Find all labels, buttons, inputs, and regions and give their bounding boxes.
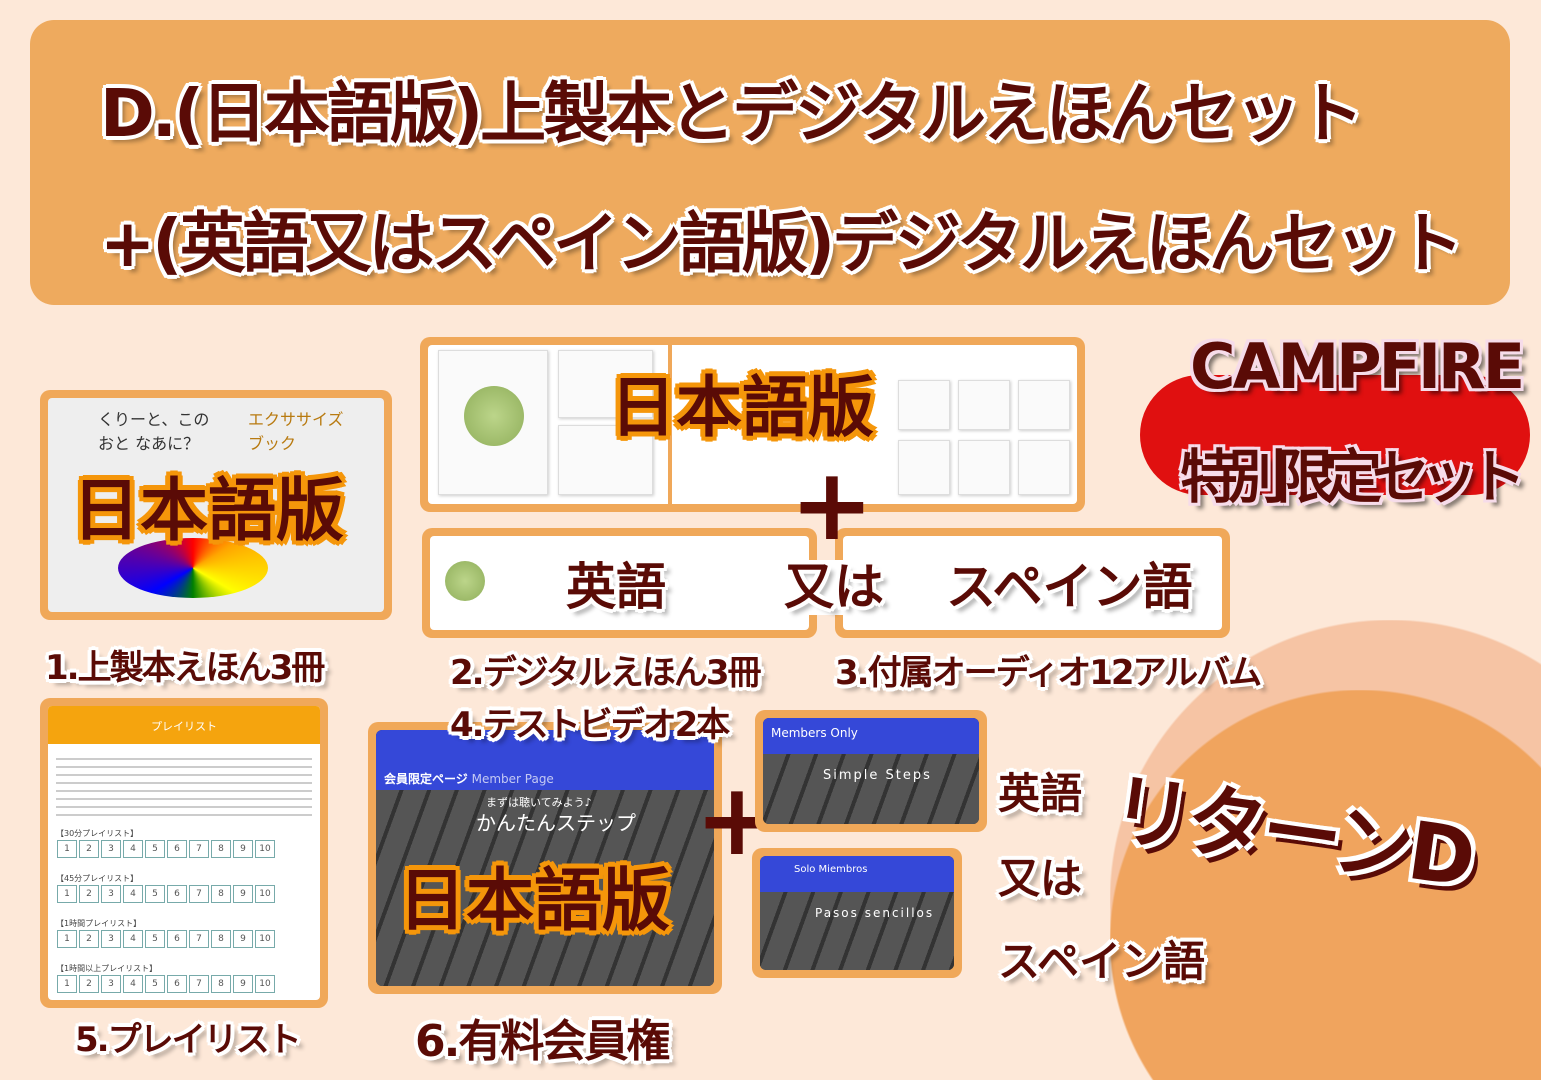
playlist-section: 【1時間以上プレイリスト】 [56,964,158,973]
hardcover-book-image: くりーと、このおと なあに？ エクササイズブック [40,390,392,620]
or-overlay: 又は [778,560,890,615]
playlist-header: プレイリスト [48,706,320,744]
playlist-button[interactable]: 7 [189,930,209,948]
badge-red-cloud [1140,375,1530,495]
playlist-button[interactable]: 2 [79,885,99,903]
playlist-button[interactable]: 3 [101,840,121,858]
playlist-button[interactable]: 2 [79,930,99,948]
playlist-button[interactable]: 4 [123,885,143,903]
book-thumb [898,440,950,495]
playlist-button[interactable]: 7 [189,975,209,993]
book-thumb [558,350,653,418]
playlist-section: 【30分プレイリスト】 [56,829,139,838]
playlist-button[interactable]: 5 [145,885,165,903]
japanese-version-overlay-3: 日本語版 [398,862,671,941]
playlist-button[interactable]: 10 [255,930,275,948]
playlist-button[interactable]: 1 [57,975,77,993]
playlist-button[interactable]: 2 [79,975,99,993]
title-line-2: +(英語又はスペイン語版)デジタルえほんセット [100,205,1464,282]
member-es-header: Solo Miembros [760,856,954,892]
playlist-button[interactable]: 4 [123,930,143,948]
book-thumb [898,380,950,430]
side-spanish: スペイン語 [998,937,1206,986]
playlist-button[interactable]: 10 [255,885,275,903]
playlist-button[interactable]: 1 [57,930,77,948]
playlist-button[interactable]: 6 [167,930,187,948]
playlist-button[interactable]: 4 [123,840,143,858]
playlist-button[interactable]: 8 [211,885,231,903]
item-5-label: 5.プレイリスト [75,1020,302,1060]
japanese-digital-books-image [420,337,1085,512]
plus-sign-1: + [790,446,874,563]
japanese-version-overlay-1: 日本語版 [72,472,345,551]
playlist-button[interactable]: 7 [189,840,209,858]
book-thumb [1018,440,1070,495]
playlist-button[interactable]: 4 [123,975,143,993]
playlist-section: 【45分プレイリスト】 [56,874,139,883]
side-english: 英語 [998,769,1083,818]
playlist-button[interactable]: 6 [167,885,187,903]
playlist-button[interactable]: 9 [233,885,253,903]
side-or: 又は [998,854,1083,903]
item-6-label: 6.有料会員権 [415,1016,670,1067]
title-banner [30,20,1510,305]
playlist-button[interactable]: 10 [255,975,275,993]
playlist-button[interactable]: 9 [233,975,253,993]
playlist-button[interactable]: 8 [211,930,231,948]
member-jp-kicker: まずは聴いてみよう♪ [486,796,592,809]
member-jp-sub: Member Page [471,772,554,786]
playlist-button[interactable]: 3 [101,930,121,948]
book-thumb [958,440,1010,495]
item-4-label: 4.テストビデオ2本 [450,705,730,745]
playlist-button[interactable]: 9 [233,930,253,948]
playlist-button[interactable]: 3 [101,885,121,903]
decor-circle-inner [1110,690,1541,1080]
item-3-label: 3.付属オーディオ12アルバム [835,653,1262,693]
member-es-heading: Pasos sencillos [815,906,935,920]
exercise-book-title: エクササイズブック [248,410,344,453]
book-thumb [1018,380,1070,430]
playlist-button[interactable]: 7 [189,885,209,903]
playlist-button[interactable]: 1 [57,885,77,903]
japanese-version-overlay-2: 日本語版 [610,369,874,446]
member-en-heading: Simple Steps [823,768,932,783]
badge-campfire: CAMPFIRE [1190,330,1525,403]
playlist-section: 【1時間プレイリスト】 [56,919,142,928]
spanish-overlay: スペイン語 [940,560,1199,615]
english-overlay: 英語 [560,560,672,615]
playlist-button[interactable]: 10 [255,840,275,858]
playlist-button[interactable]: 8 [211,840,231,858]
playlist-button[interactable]: 3 [101,975,121,993]
member-en-header: Members Only [763,718,979,754]
member-jp-heading: かんたんステップ [476,811,636,835]
book-thumb [558,425,653,495]
playlist-button[interactable]: 6 [167,840,187,858]
book-thumb [438,350,548,495]
title-line-1: D.(日本語版)上製本とデジタルえほんセット [100,75,1364,152]
badge-limited-set: 特別限定セット [1180,443,1526,511]
book-thumb [958,380,1010,430]
item-2-label: 2.デジタルえほん3冊 [450,653,762,693]
playlist-button[interactable]: 9 [233,840,253,858]
member-page-en: Members Only Simple Steps [755,710,987,832]
member-jp-header: 会員限定ページ [384,772,468,786]
member-page-es: Solo Miembros Pasos sencillos [752,848,962,978]
playlist-button[interactable]: 5 [145,840,165,858]
playlist-button[interactable]: 8 [211,975,231,993]
member-page-jp: 会員限定ページ Member Page まずは聴いてみよう♪ かんたんステップ [368,722,722,994]
book-cover-title: くりーと、このおと なあに？ [98,410,210,453]
playlist-button[interactable]: 5 [145,975,165,993]
playlist-button[interactable]: 5 [145,930,165,948]
playlist-button[interactable]: 1 [57,840,77,858]
playlist-button[interactable]: 6 [167,975,187,993]
playlist-button[interactable]: 2 [79,840,99,858]
item-1-label: 1.上製本えほん3冊 [45,648,325,688]
rainbow-illustration [118,538,268,598]
